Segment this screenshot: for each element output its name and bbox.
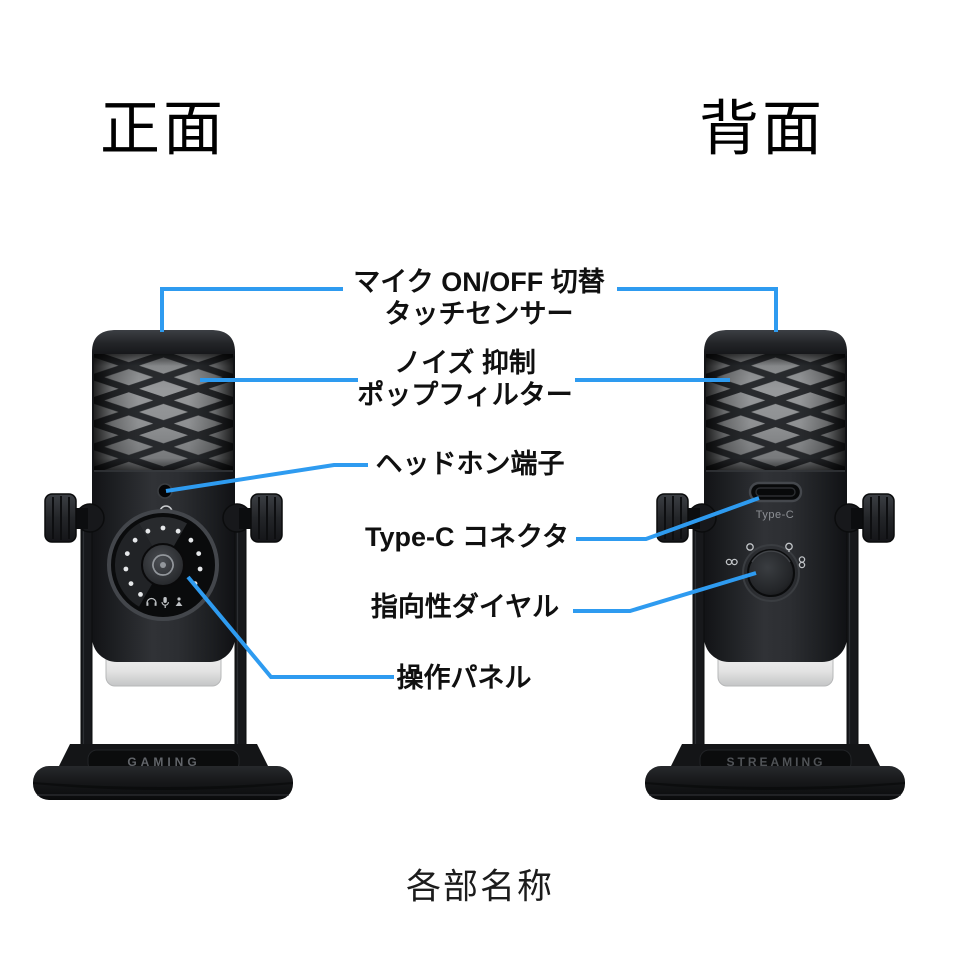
callout-line-direction-dial <box>573 571 757 613</box>
polar-pattern-stereo-icon <box>798 556 806 569</box>
polar-pattern-cardioid-icon <box>785 542 793 552</box>
callout-lines <box>160 287 778 679</box>
label-type-c: Type-C コネクタ <box>365 522 569 553</box>
type-c-port-label: Type-C <box>756 509 794 521</box>
label-headphone-jack: ヘッドホン端子 <box>375 449 565 480</box>
label-direction-dial: 指向性ダイヤル <box>370 592 560 623</box>
base-engraving-back: STREAMING <box>727 755 826 769</box>
front-mic: GAMING <box>32 329 294 801</box>
label-pop-filter: ノイズ 抑制 ポップフィルター <box>357 348 572 412</box>
front-view-title: 正面 <box>100 95 226 163</box>
label-pop-filter-line1: ノイズ 抑制 <box>394 348 536 379</box>
dial-headphone-icon <box>146 597 157 606</box>
bottom-caption: 各部名称 <box>405 867 555 907</box>
polar-pattern-omni-icon <box>746 543 754 551</box>
polar-pattern-bidirectional-icon <box>725 558 738 566</box>
callout-line-type-c <box>576 496 760 541</box>
label-control-panel: 操作パネル <box>396 663 532 694</box>
label-pop-filter-line2: ポップフィルター <box>357 380 573 410</box>
label-mic-switch-line1: マイク ON/OFF 切替 <box>353 267 605 298</box>
control-dial <box>107 509 219 621</box>
callout-line-control-panel <box>186 575 394 679</box>
dial-mic-icon <box>161 597 169 608</box>
callout-line-headphone <box>165 463 368 493</box>
callout-line-mic-switch-left <box>160 287 343 332</box>
back-view-title: 背面 <box>699 95 825 163</box>
dial-logo-icon <box>152 554 174 576</box>
label-mic-switch-line2: タッチセンサー <box>384 299 574 329</box>
label-mic-switch: マイク ON/OFF 切替 タッチセンサー <box>353 267 604 331</box>
callout-line-mic-switch-right <box>617 287 778 332</box>
type-c-port <box>748 481 803 503</box>
directivity-knob <box>742 544 800 602</box>
back-mic: STREAMING Type-C <box>644 329 906 801</box>
base-engraving-front: GAMING <box>127 755 200 769</box>
dial-monitor-icon <box>175 597 183 606</box>
